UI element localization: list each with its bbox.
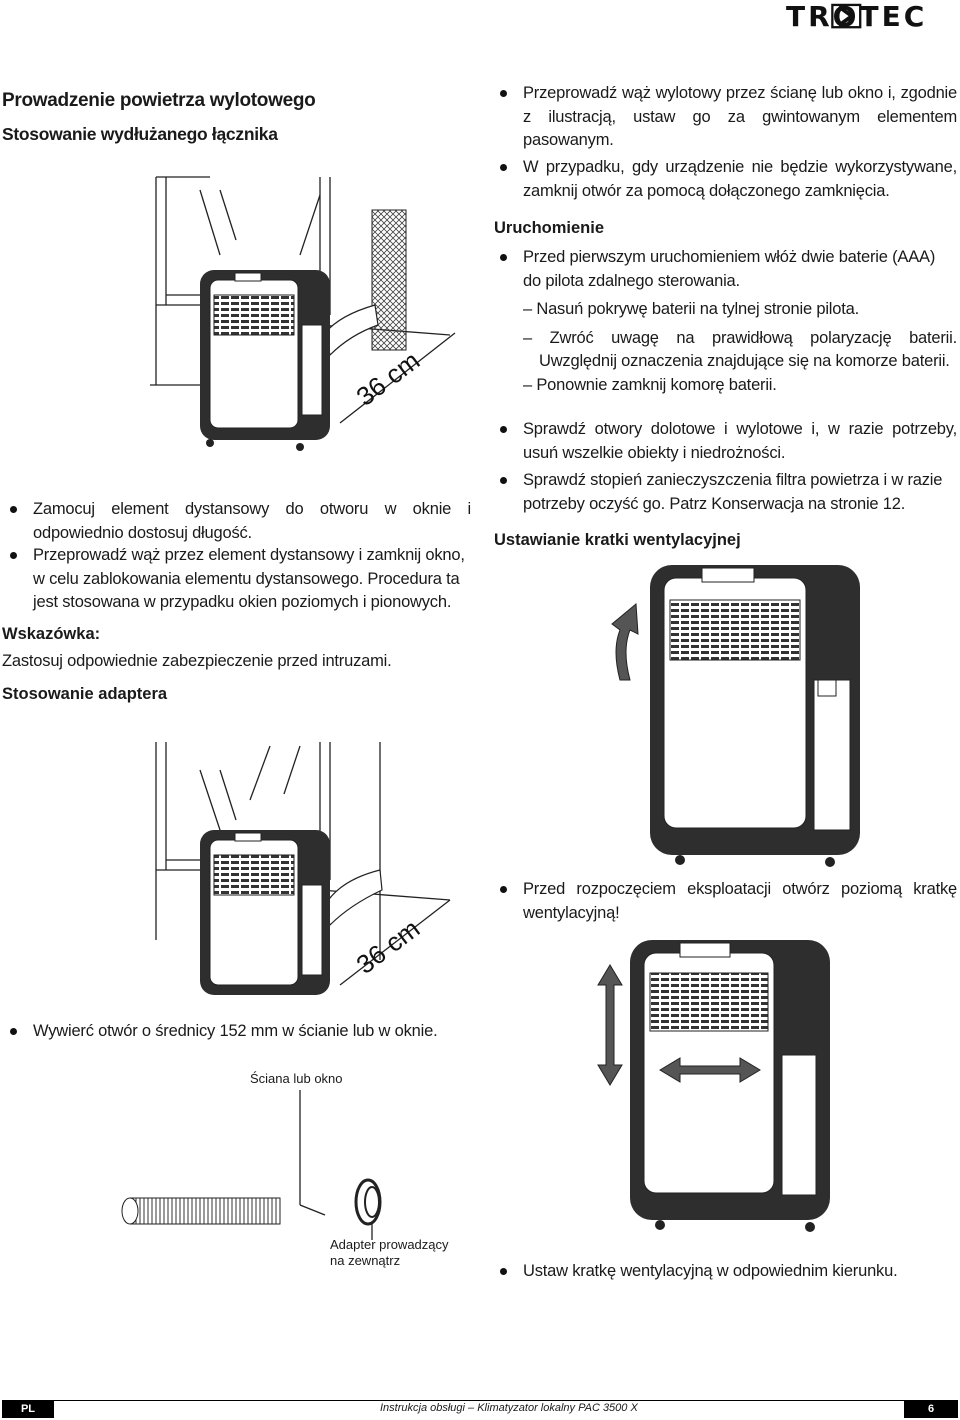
step-slide-cover: – Nasuń pokrywę baterii na tylnej stroni… xyxy=(523,300,859,318)
bullet-check-openings: Sprawdź otwory dolotowe i wylotowe i, w … xyxy=(500,418,957,465)
footer-language: PL xyxy=(2,1401,54,1418)
footer-document-title: Instrukcja obsługi – Klimatyzator lokaln… xyxy=(380,1402,638,1414)
bullet-spacer-2: Przeprowadź wąż przez element dystansowy… xyxy=(10,544,471,615)
grille-heading: Ustawianie kratki wentylacyjnej xyxy=(494,531,741,549)
louver-direction-illustration xyxy=(597,940,830,1232)
bullet-spacer-1: Zamocuj element dystansowy do otworu w o… xyxy=(10,498,471,545)
footer-page-number: 6 xyxy=(904,1401,958,1418)
section-subtitle: Stosowanie wydłużanego łącznika xyxy=(2,124,278,144)
horizontal-louver-illustration xyxy=(611,565,860,867)
hint-text: Zastosuj odpowiednie zabezpieczenie prze… xyxy=(2,652,392,670)
hose-adapter-illustration xyxy=(121,1090,382,1240)
wall-label: Ściana lub okno xyxy=(250,1071,343,1086)
trotec-logo-mark xyxy=(831,3,862,29)
brand-logo-text: TROTEC xyxy=(786,0,928,33)
step-polarity-note: Uwzględnij oznaczenia znajdujące się na … xyxy=(539,352,950,370)
bullet-set-direction: Ustaw kratkę wentylacyjną w odpowiednim … xyxy=(500,1260,957,1284)
footer-rule xyxy=(2,1400,958,1419)
section-title: Prowadzenie powietrza wylotowego xyxy=(2,90,316,111)
bullet-batteries: Przed pierwszym uruchomieniem włóż dwie … xyxy=(500,246,957,293)
dimension-label: 36 cm xyxy=(351,345,426,412)
bullet-hose-route: Przeprowadź wąż wylotowy przez ścianę lu… xyxy=(500,82,957,153)
adapter-label-1: Adapter prowadzący xyxy=(330,1237,449,1252)
window-adapter-illustration: 36 cm xyxy=(155,742,451,995)
bullet-close-opening: W przypadku, gdy urządzenie nie będzie w… xyxy=(500,156,957,203)
step-close-compartment: – Ponownie zamknij komorę baterii. xyxy=(523,376,777,394)
startup-heading: Uruchomienie xyxy=(494,219,605,237)
bullet-open-louver: Przed rozpoczęciem eksploatacji otwórz p… xyxy=(500,878,957,925)
dimension-label-2: 36 cm xyxy=(351,913,426,980)
adapter-heading: Stosowanie adaptera xyxy=(2,685,168,703)
bullet-drill: Wywierć otwór o średnicy 152 mm w ściani… xyxy=(10,1020,471,1044)
step-polarity: – Zwróć uwagę na prawidłową polaryzację … xyxy=(523,329,957,347)
bullet-check-filter: Sprawdź stopień zanieczyszczenia filtra … xyxy=(500,469,957,516)
window-spacer-illustration: 36 cm xyxy=(150,176,456,451)
adapter-label-2: na zewnątrz xyxy=(330,1253,401,1268)
hint-label: Wskazówka: xyxy=(2,625,101,643)
